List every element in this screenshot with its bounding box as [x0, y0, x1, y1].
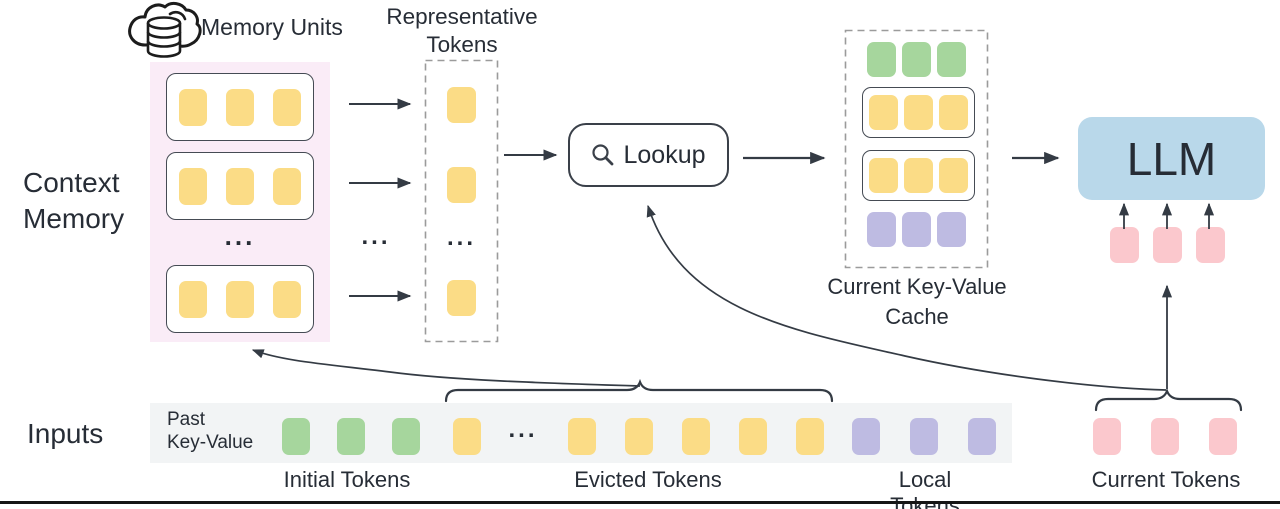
current-tokens-brace — [1094, 387, 1243, 412]
past-key-value-label-line1: Past — [167, 409, 206, 430]
llm-label: LLM — [1126, 132, 1217, 185]
current-token — [1151, 418, 1179, 455]
representative-3-token — [447, 280, 476, 316]
representative-1-token — [447, 87, 476, 123]
representative-2-token — [447, 167, 476, 203]
memory-unit-row — [166, 265, 314, 333]
memory-row-1-token — [179, 88, 207, 126]
memory-row-2-token — [273, 167, 301, 205]
cache-local-token — [902, 212, 931, 247]
context-memory-label-line2: Memory — [23, 203, 125, 234]
inputs-label: Inputs — [27, 418, 104, 449]
cache-initial-token — [937, 42, 966, 77]
memory-unit-row — [166, 73, 314, 141]
initial-tokens-caption: Initial Tokens — [283, 467, 411, 492]
llm-input-tokens — [1110, 227, 1225, 263]
memory-row-2-token — [179, 167, 207, 205]
memory-row-1-token — [273, 88, 301, 126]
local-tokens — [852, 418, 996, 455]
local-token — [852, 418, 880, 455]
representative-token — [447, 87, 476, 123]
cache-initial-token — [902, 42, 931, 77]
cache-retrieved-1-token — [939, 95, 968, 130]
context-memory-label-line1: Context — [23, 167, 120, 198]
cache-retrieved-2-token — [939, 158, 968, 193]
current-token — [1093, 418, 1121, 455]
cache-local-token — [937, 212, 966, 247]
search-icon — [592, 144, 614, 166]
cache-retrieved-2-token — [869, 158, 898, 193]
lookup-label: Lookup — [623, 140, 706, 169]
initial-tokens — [282, 418, 420, 455]
memory-unit-row — [166, 152, 314, 220]
evicted-tail-token — [682, 418, 710, 455]
evicted-tail-token — [739, 418, 767, 455]
cache-initial-token — [867, 42, 896, 77]
evicted-tokens-tail — [568, 418, 824, 455]
representative-tokens-label: Representative Tokens — [382, 3, 542, 59]
lookup-button: Lookup — [568, 123, 729, 187]
representative-ellipsis: ... — [446, 224, 476, 251]
representative-tokens-label-line2: Tokens — [426, 32, 498, 57]
current-tokens — [1093, 418, 1237, 455]
past-key-value-label: Past Key-Value — [167, 408, 253, 454]
cache-retrieved-row — [862, 87, 975, 138]
memory-row-3-token — [226, 280, 254, 318]
evicted-ellipsis: ... — [508, 416, 538, 443]
current-kv-cache-label-line2: Cache — [885, 304, 949, 329]
current-token — [1209, 418, 1237, 455]
cache-local-tokens — [867, 212, 966, 247]
evicted-tail-token — [796, 418, 824, 455]
representative-token — [447, 167, 476, 203]
memory-row-2-token — [226, 167, 254, 205]
cache-retrieved-2-token — [904, 158, 933, 193]
representative-tokens-label-line1: Representative — [386, 4, 538, 29]
arrow-evicted-to-context-memory — [251, 349, 641, 387]
memory-row-tokens — [179, 167, 301, 205]
memory-row-tokens — [179, 88, 301, 126]
memory-row-3-token — [179, 280, 207, 318]
initial-token — [337, 418, 365, 455]
initial-token — [392, 418, 420, 455]
local-token — [968, 418, 996, 455]
cache-local-token — [867, 212, 896, 247]
context-memory-label: Context Memory — [23, 165, 124, 237]
memory-rows-ellipsis: ... — [224, 221, 256, 251]
llm-input-token — [1196, 227, 1225, 263]
evicted-tail-token — [625, 418, 653, 455]
cache-retrieved-1-token — [869, 95, 898, 130]
cache-retrieved-tokens — [869, 158, 968, 193]
cache-retrieved-1-token — [904, 95, 933, 130]
representative-token — [447, 280, 476, 316]
evicted-tokens-head — [453, 418, 481, 455]
memory-row-1-token — [226, 88, 254, 126]
figure-bottom-rule — [0, 501, 1280, 504]
memory-units-cloud-database-icon — [128, 1, 202, 58]
cache-initial-tokens — [867, 42, 966, 77]
llm-input-token — [1110, 227, 1139, 263]
evicted-tokens-brace — [444, 378, 834, 403]
current-kv-cache-label-line1: Current Key-Value — [827, 274, 1007, 299]
cache-retrieved-row — [862, 150, 975, 201]
evicted-tokens-caption: Evicted Tokens — [574, 467, 722, 492]
memory-row-tokens — [179, 280, 301, 318]
current-kv-cache-label: Current Key-Value Cache — [822, 272, 1012, 332]
llm-input-token — [1153, 227, 1182, 263]
cache-retrieved-tokens — [869, 95, 968, 130]
evicted-head-token — [453, 418, 481, 455]
memory-units-label: Memory Units — [201, 14, 343, 40]
llm-box: LLM — [1078, 117, 1265, 200]
current-tokens-caption: Current Tokens — [1091, 467, 1241, 492]
memory-to-representative-ellipsis: ... — [361, 223, 391, 250]
memory-row-3-token — [273, 280, 301, 318]
local-token — [910, 418, 938, 455]
initial-token — [282, 418, 310, 455]
evicted-tail-token — [568, 418, 596, 455]
past-key-value-label-line2: Key-Value — [167, 432, 254, 453]
